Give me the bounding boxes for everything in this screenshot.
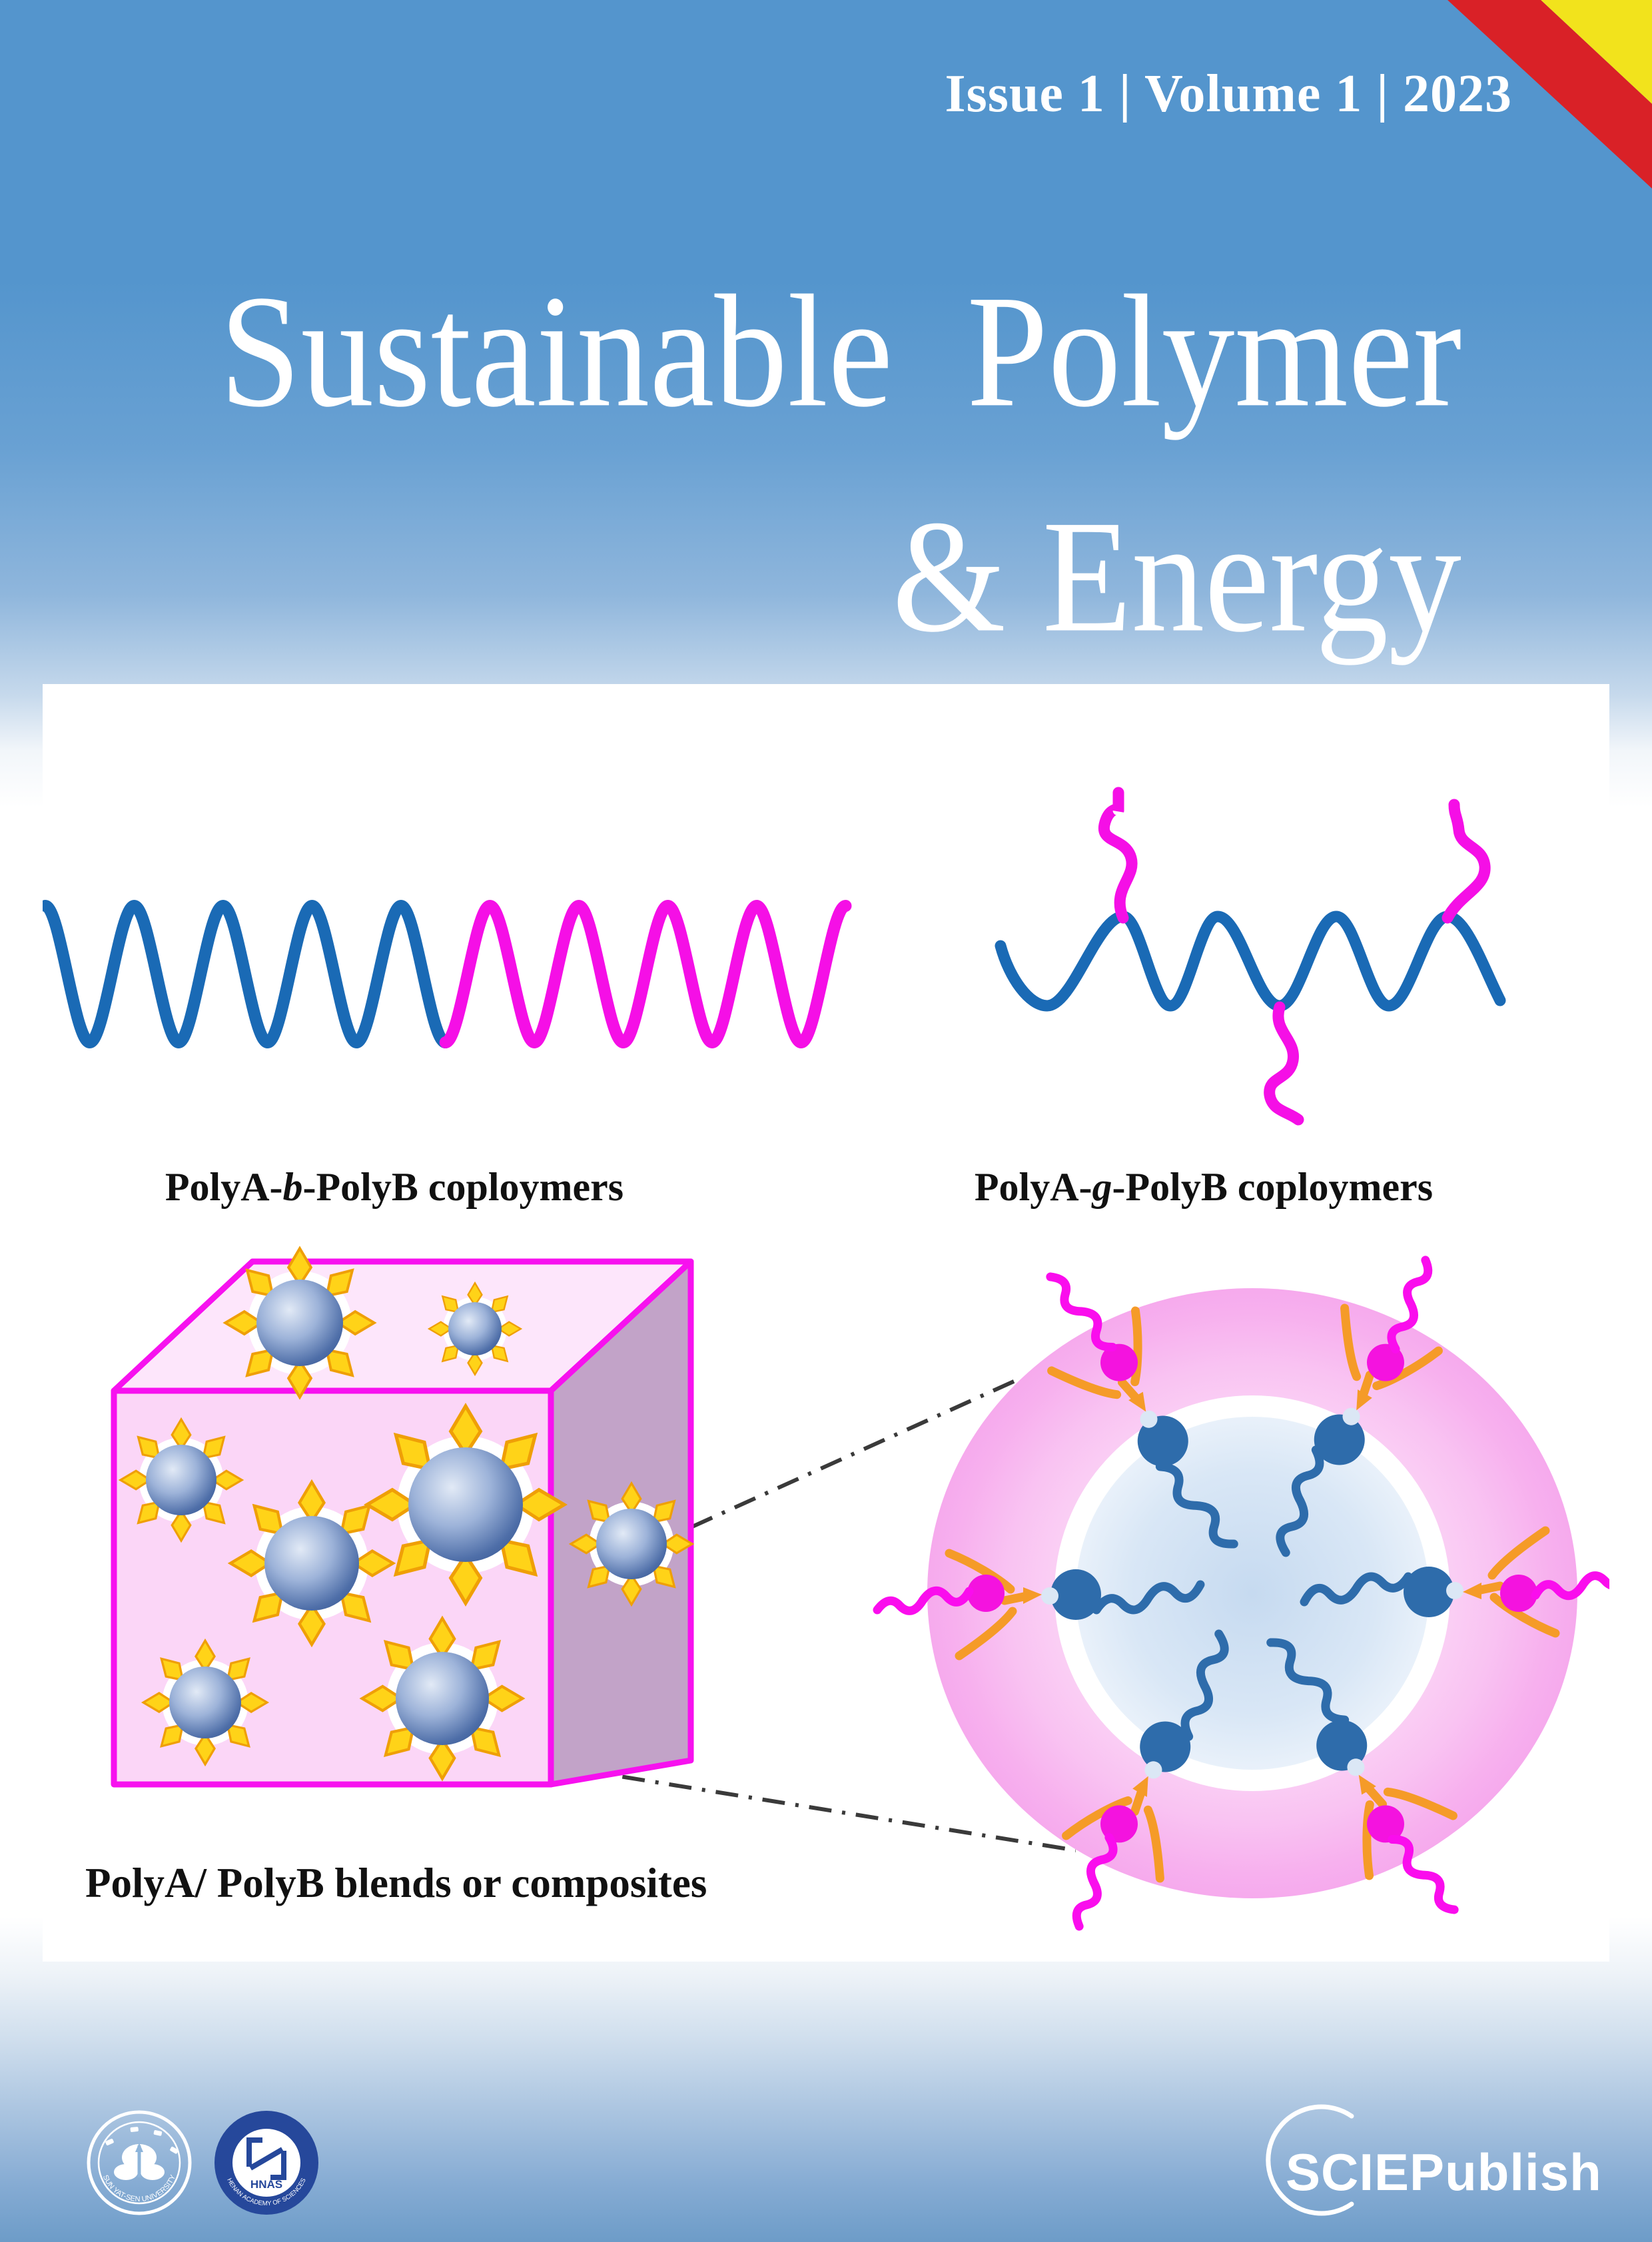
graft-branch-left [1098,787,1138,924]
nanoparticle [428,1282,522,1376]
nanoparticle [362,1619,523,1779]
sciepublish-wordmark: SCIEPublish [1286,2143,1602,2201]
label-graft-copolymers: PolyA-g-PolyB coploymers [975,1165,1433,1209]
hnas-abbr: HNAS [250,2178,282,2191]
micelle-magnified-view [877,1237,1609,1949]
cover-figure: PolyA-b-PolyB coploymers PolyA-g-PolyB c… [43,684,1609,1962]
hnas-emblem [246,2137,286,2180]
sciepublish-circle-icon [1266,2104,1354,2216]
label-blends-composites: PolyA/ PolyB blends or composites [85,1860,707,1906]
label-block-copolymers: PolyA-b-PolyB coploymers [165,1165,623,1209]
nanoparticle [224,1247,376,1399]
ribbon-red-stripe [1447,0,1652,188]
sysu-ring-text: SUN YAT-SEN UNIVERSITY [101,2173,178,2203]
graft-backbone-blue-wave [995,911,1506,1012]
nanoparticle [570,1482,693,1606]
journal-title-line2: & Energy [892,487,1461,665]
cover-figure-panel: PolyA-b-PolyB coploymers PolyA-g-PolyB c… [43,684,1609,1962]
micelle-blue-core [1076,1417,1429,1770]
block-wave-blue-segment [43,899,452,1049]
hnas-logo: HNAS HENAN ACADEMY OF SCIENCES [214,2111,318,2215]
nanoparticle [119,1418,243,1542]
graft-copolymer-diagram [995,787,1506,1126]
issue-volume-line: Issue 1 | Volume 1 | 2023 [945,65,1512,123]
block-wave-magenta-segment [439,899,852,1049]
sysu-logo: SUN YAT-SEN UNIVERSITY [87,2110,192,2215]
corner-ribbon [1447,0,1652,188]
graft-branch-right [1442,799,1491,924]
journal-title-line1: Sustainable Polymer [219,262,1461,440]
nanoparticle [367,1406,564,1603]
graft-branch-bottom [1264,1001,1304,1126]
nanoparticle [142,1639,268,1766]
block-copolymer-wave [43,899,852,1049]
